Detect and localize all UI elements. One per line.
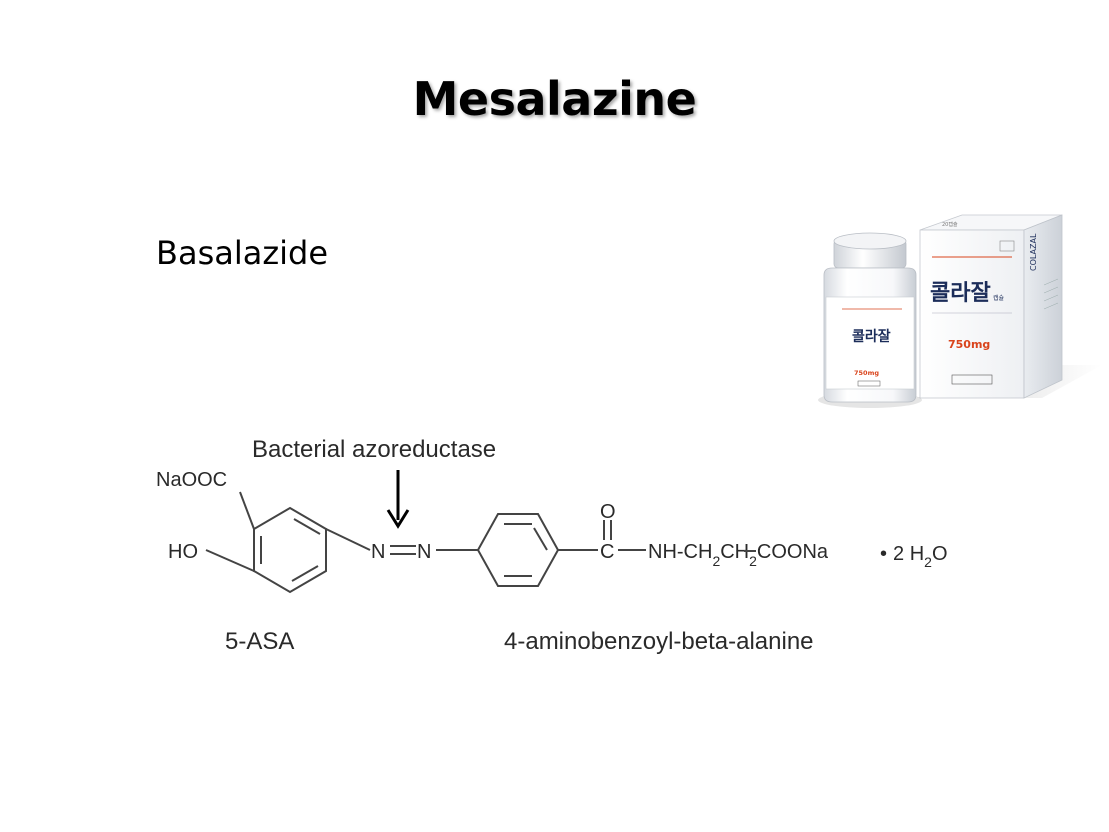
benzene-ring-right [476, 513, 560, 587]
bottle-korean-name: 콜라잘 [852, 329, 891, 345]
medicine-bottle: 콜라잘 750mg [818, 232, 922, 408]
azo-n1: N [371, 541, 385, 563]
hydrate-oxygen: O [932, 543, 948, 565]
bottle-strength: 750mg [854, 369, 879, 377]
benzene-ring-left [253, 506, 327, 594]
fragment-label-aminobenzoyl: 4-aminobenzoyl-beta-alanine [504, 628, 814, 655]
slide-title: Mesalazine [412, 72, 697, 126]
hydrate-subscript: 2 [924, 554, 932, 570]
cleavage-arrow [386, 470, 410, 529]
carbonyl-carbon: C [600, 541, 614, 563]
svg-text:20캡슐: 20캡슐 [942, 221, 958, 228]
hydroxyl-group: HO [168, 541, 198, 563]
product-photo: 20캡슐 콜라잘 캡슐 750mg COLAZAL 콜라잘 750mg [818, 214, 1102, 408]
box-korean-name: 콜라잘 [930, 281, 991, 306]
hydrate-prefix: 2 H [893, 543, 924, 565]
svg-text:NH-CH2CH2COONa: NH-CH2CH2COONa [648, 541, 829, 569]
compound-name: Basalazide [156, 234, 329, 272]
chain-coona: COONa [757, 541, 829, 563]
chain-nh-ch: NH-CH [648, 541, 712, 563]
box-brand: COLAZAL [1029, 233, 1038, 271]
chain-ch: CH [720, 541, 749, 563]
enzyme-label: Bacterial azoreductase [252, 436, 496, 463]
subscript-2a: 2 [712, 553, 720, 569]
azo-n2: N [417, 541, 431, 563]
hydrate-dot: • [880, 543, 887, 565]
naooc-group: NaOOC [156, 469, 227, 491]
fragment-label-5-asa: 5-ASA [225, 628, 294, 655]
subscript-2b: 2 [749, 553, 757, 569]
box-strength: 750mg [948, 338, 990, 351]
carbonyl-oxygen: O [600, 501, 616, 523]
medicine-box: 20캡슐 콜라잘 캡슐 750mg COLAZAL [919, 214, 1063, 399]
svg-text:•2 H2O: • 2 H2O [880, 543, 948, 570]
box-suffix: 캡슐 [993, 294, 1005, 302]
chemical-structure: Bacterial azoreductase NaOOC HO N N C O … [156, 436, 948, 655]
